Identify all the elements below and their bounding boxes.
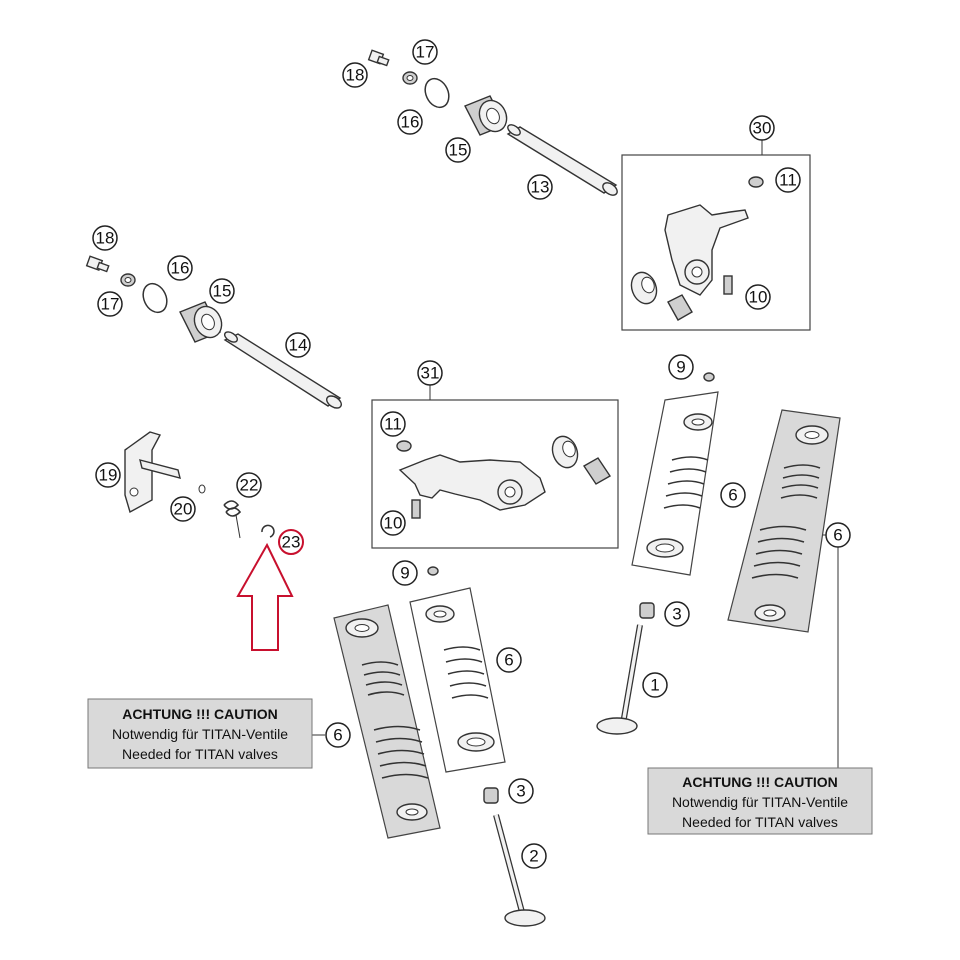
callout-11-upper: 11 xyxy=(775,167,801,193)
svg-text:31: 31 xyxy=(421,364,440,383)
decompression-lever-19 xyxy=(124,431,181,514)
intake-valve-1 xyxy=(596,624,643,735)
callout-18-lower: 18 xyxy=(92,225,118,251)
rocker-arm-30 xyxy=(630,176,764,321)
svg-text:30: 30 xyxy=(753,119,772,138)
callout-13: 13 xyxy=(527,174,553,200)
upper-shaft-assembly xyxy=(367,49,618,196)
rocker-box-31-frame xyxy=(371,399,619,549)
svg-text:11: 11 xyxy=(779,171,797,190)
lower-shaft-assembly xyxy=(85,255,342,409)
caution-right-german: Notwendig für TITAN-Ventile xyxy=(672,794,848,810)
bushing-15-lower xyxy=(179,301,223,343)
callout-3-right: 3 xyxy=(664,601,690,627)
svg-text:3: 3 xyxy=(672,605,681,624)
valve-seal-3-right xyxy=(639,602,655,619)
callout-3-lower: 3 xyxy=(508,778,534,804)
caution-box-left: ACHTUNG !!! CAUTION Notwendig für TITAN-… xyxy=(87,698,313,769)
svg-text:6: 6 xyxy=(333,726,342,745)
callout-17-lower: 17 xyxy=(97,291,123,317)
svg-text:14: 14 xyxy=(289,336,308,355)
callout-9-lower: 9 xyxy=(392,560,418,586)
o-ring-16-lower xyxy=(142,282,168,314)
svg-text:10: 10 xyxy=(749,288,768,307)
highlight-arrow xyxy=(236,542,294,651)
callout-6-right-titan: 6 xyxy=(825,522,851,548)
callout-6-lower-titan: 6 xyxy=(325,722,351,748)
bolt-18-lower xyxy=(85,255,110,273)
svg-text:16: 16 xyxy=(401,113,420,132)
valve-spring-set-right-standard xyxy=(631,372,719,576)
bolt-18-upper xyxy=(367,49,390,67)
svg-text:10: 10 xyxy=(384,514,403,533)
callout-18-upper: 18 xyxy=(342,62,368,88)
valve-spring-set-lower-titan xyxy=(333,604,441,839)
callout-1: 1 xyxy=(642,672,668,698)
callout-15-upper: 15 xyxy=(445,137,471,163)
callout-15-lower: 15 xyxy=(209,278,235,304)
rocker-box-30-frame xyxy=(621,154,811,331)
callout-22: 22 xyxy=(236,472,262,498)
svg-text:16: 16 xyxy=(171,259,190,278)
callout-14: 14 xyxy=(285,332,311,358)
svg-text:1: 1 xyxy=(650,676,659,695)
valve-spring-set-right-titan xyxy=(727,409,841,633)
callout-11-lower: 11 xyxy=(380,411,406,437)
rocker-arm-31 xyxy=(396,435,611,519)
caution-right-english: Needed for TITAN valves xyxy=(682,814,838,830)
callout-16-lower: 16 xyxy=(167,255,193,281)
caution-right-title: ACHTUNG !!! CAUTION xyxy=(682,774,838,790)
callout-6-lower-standard: 6 xyxy=(496,647,522,673)
callout-10-upper: 10 xyxy=(745,284,771,310)
spring-22 xyxy=(223,500,242,539)
callout-2: 2 xyxy=(521,843,547,869)
svg-text:23: 23 xyxy=(282,533,301,552)
valve-seal-3-lower xyxy=(483,787,499,804)
svg-text:17: 17 xyxy=(101,295,120,314)
svg-text:11: 11 xyxy=(384,415,402,434)
svg-text:19: 19 xyxy=(99,466,118,485)
svg-text:3: 3 xyxy=(516,782,525,801)
svg-text:6: 6 xyxy=(833,526,842,545)
svg-text:18: 18 xyxy=(346,66,365,85)
caution-left-english: Needed for TITAN valves xyxy=(122,746,278,762)
svg-text:15: 15 xyxy=(449,141,468,160)
callout-9-right: 9 xyxy=(668,354,694,380)
valve-spring-set-lower-standard xyxy=(409,566,506,773)
pin-20 xyxy=(198,484,206,494)
svg-text:9: 9 xyxy=(400,564,409,583)
svg-text:6: 6 xyxy=(504,651,513,670)
callout-6-right-standard: 6 xyxy=(720,482,746,508)
callout-10-lower: 10 xyxy=(380,510,406,536)
callout-19: 19 xyxy=(95,462,121,488)
svg-text:18: 18 xyxy=(96,229,115,248)
svg-text:15: 15 xyxy=(213,282,232,301)
callout-31: 31 xyxy=(417,360,443,386)
exhaust-valve-2 xyxy=(493,814,546,927)
svg-text:6: 6 xyxy=(728,486,737,505)
circlip-23 xyxy=(261,524,275,538)
callout-23-highlighted: 23 xyxy=(278,529,304,555)
svg-text:20: 20 xyxy=(174,500,193,519)
svg-text:9: 9 xyxy=(676,358,685,377)
rocker-shaft-13 xyxy=(506,124,618,196)
callout-17-upper: 17 xyxy=(412,39,438,65)
rocker-shaft-14 xyxy=(223,331,342,409)
callout-30: 30 xyxy=(749,115,775,141)
caution-left-title: ACHTUNG !!! CAUTION xyxy=(122,706,278,722)
bushing-15-upper xyxy=(464,95,508,136)
svg-text:22: 22 xyxy=(240,476,259,495)
callout-16-upper: 16 xyxy=(397,109,423,135)
caution-left-german: Notwendig für TITAN-Ventile xyxy=(112,726,288,742)
svg-text:2: 2 xyxy=(529,847,538,866)
caution-box-right: ACHTUNG !!! CAUTION Notwendig für TITAN-… xyxy=(647,767,873,835)
o-ring-16-upper xyxy=(424,77,450,109)
callout-20: 20 xyxy=(170,496,196,522)
svg-text:17: 17 xyxy=(416,43,435,62)
svg-text:13: 13 xyxy=(531,178,550,197)
